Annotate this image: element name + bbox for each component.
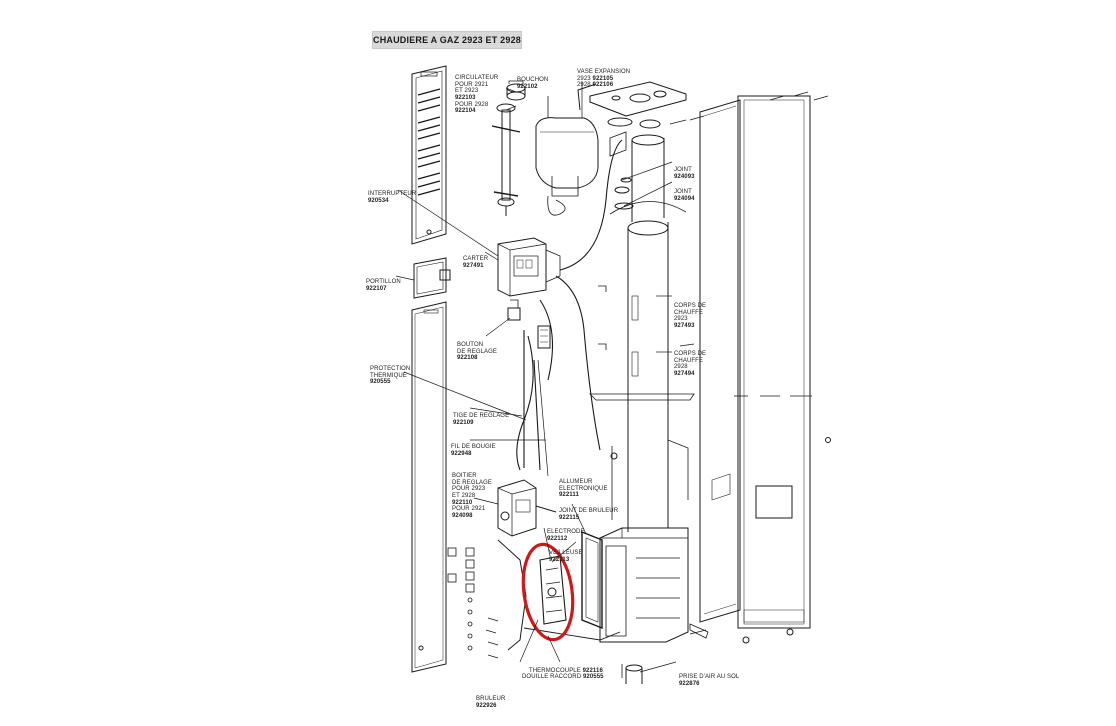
wiring [539,139,623,451]
top-plate [589,81,687,129]
combustion-chamber [599,527,689,643]
bouton-reglage-part [507,299,551,349]
joint-bruleur-part [581,530,603,630]
side-panel-middle [699,99,741,623]
front-upper-panel [411,65,447,245]
screws-column [447,547,499,659]
vase-expansion-part [535,83,599,216]
circulateur-part [491,103,521,216]
tige-reglage-part [516,330,541,471]
front-lower-panel [411,301,447,673]
side-panel-right [737,95,831,644]
leader-lines [395,82,677,673]
bouchon-part [506,80,526,101]
portillon-panel [413,257,451,299]
boitier-reglage-part [497,479,557,651]
screw-arrows [598,91,829,678]
corps-de-chauffe [589,134,695,532]
joints-parts [609,131,634,210]
highlight-circle [521,542,575,642]
prise-air-part [625,623,709,684]
diagram-title: CHAUDIERE A GAZ 2923 ET 2928 [372,31,522,49]
carter-part [497,237,561,297]
